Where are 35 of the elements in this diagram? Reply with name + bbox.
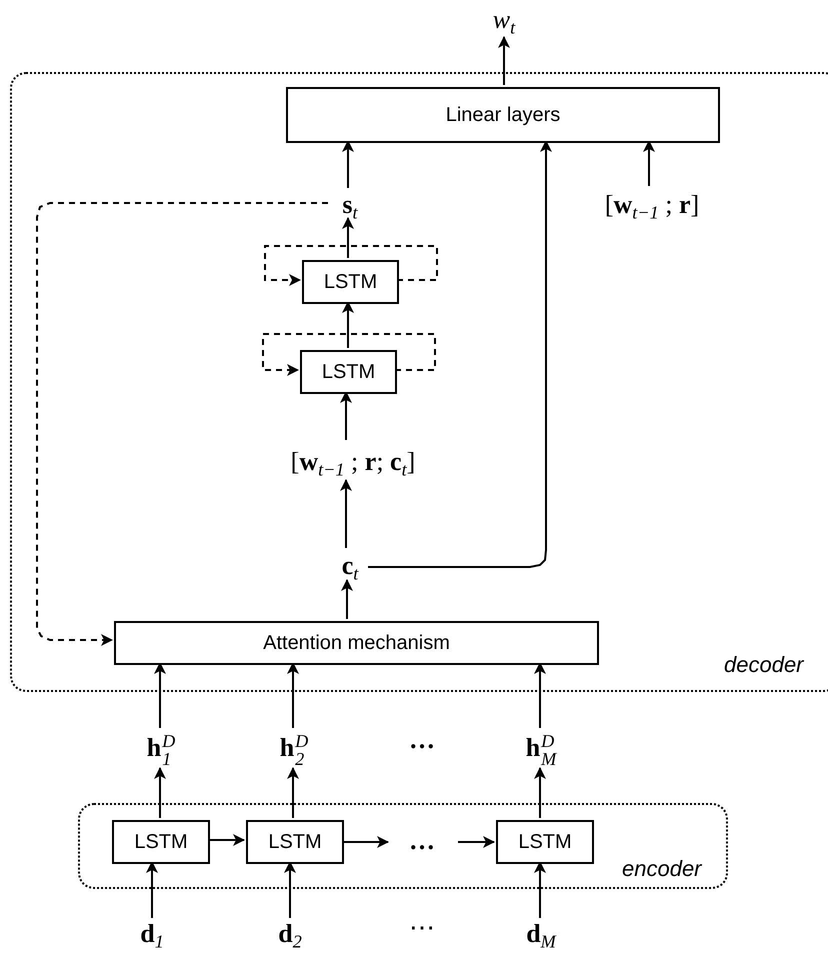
process-box: Linear layers (286, 87, 720, 143)
region-label: encoder (622, 856, 702, 882)
process-box: LSTM (246, 820, 344, 864)
arrow (342, 836, 389, 848)
arrow (36, 202, 328, 646)
process-box: LSTM (300, 350, 397, 394)
arrow (342, 217, 354, 258)
math-label: d$_{1}$ (132, 918, 172, 950)
arrow (340, 479, 352, 548)
math-label: s$_{t}$ (330, 190, 370, 220)
arrow (154, 767, 166, 818)
arrow (287, 767, 299, 818)
arrow (208, 834, 245, 846)
arrow (458, 836, 495, 848)
process-box: LSTM (112, 820, 210, 864)
arrow (264, 245, 438, 286)
math-label: [w$_{t−1}$ ; r; c$_{t}$] (278, 442, 428, 482)
process-box: Attention mechanism (114, 621, 599, 665)
math-label: c$_{t}$ (330, 550, 370, 582)
arrow (534, 767, 546, 818)
dotted-region (10, 72, 828, 692)
math-label: d$_{M}$ (518, 918, 564, 950)
arrow (262, 333, 436, 376)
ellipsis-label: … (408, 826, 436, 856)
ellipsis-label: ⋯ (408, 912, 436, 943)
math-label: w$_{t}$ (484, 3, 524, 37)
process-box: LSTM (302, 260, 399, 304)
dotted-region (78, 803, 728, 889)
arrow (341, 579, 353, 619)
process-box: LSTM (496, 820, 594, 864)
arrow (498, 36, 510, 85)
math-label: [w$_{t−1}$ ; r] (577, 188, 727, 222)
ellipsis-label: … (408, 725, 436, 755)
math-label: d$_{2}$ (270, 918, 310, 950)
region-label: decoder (724, 652, 804, 678)
